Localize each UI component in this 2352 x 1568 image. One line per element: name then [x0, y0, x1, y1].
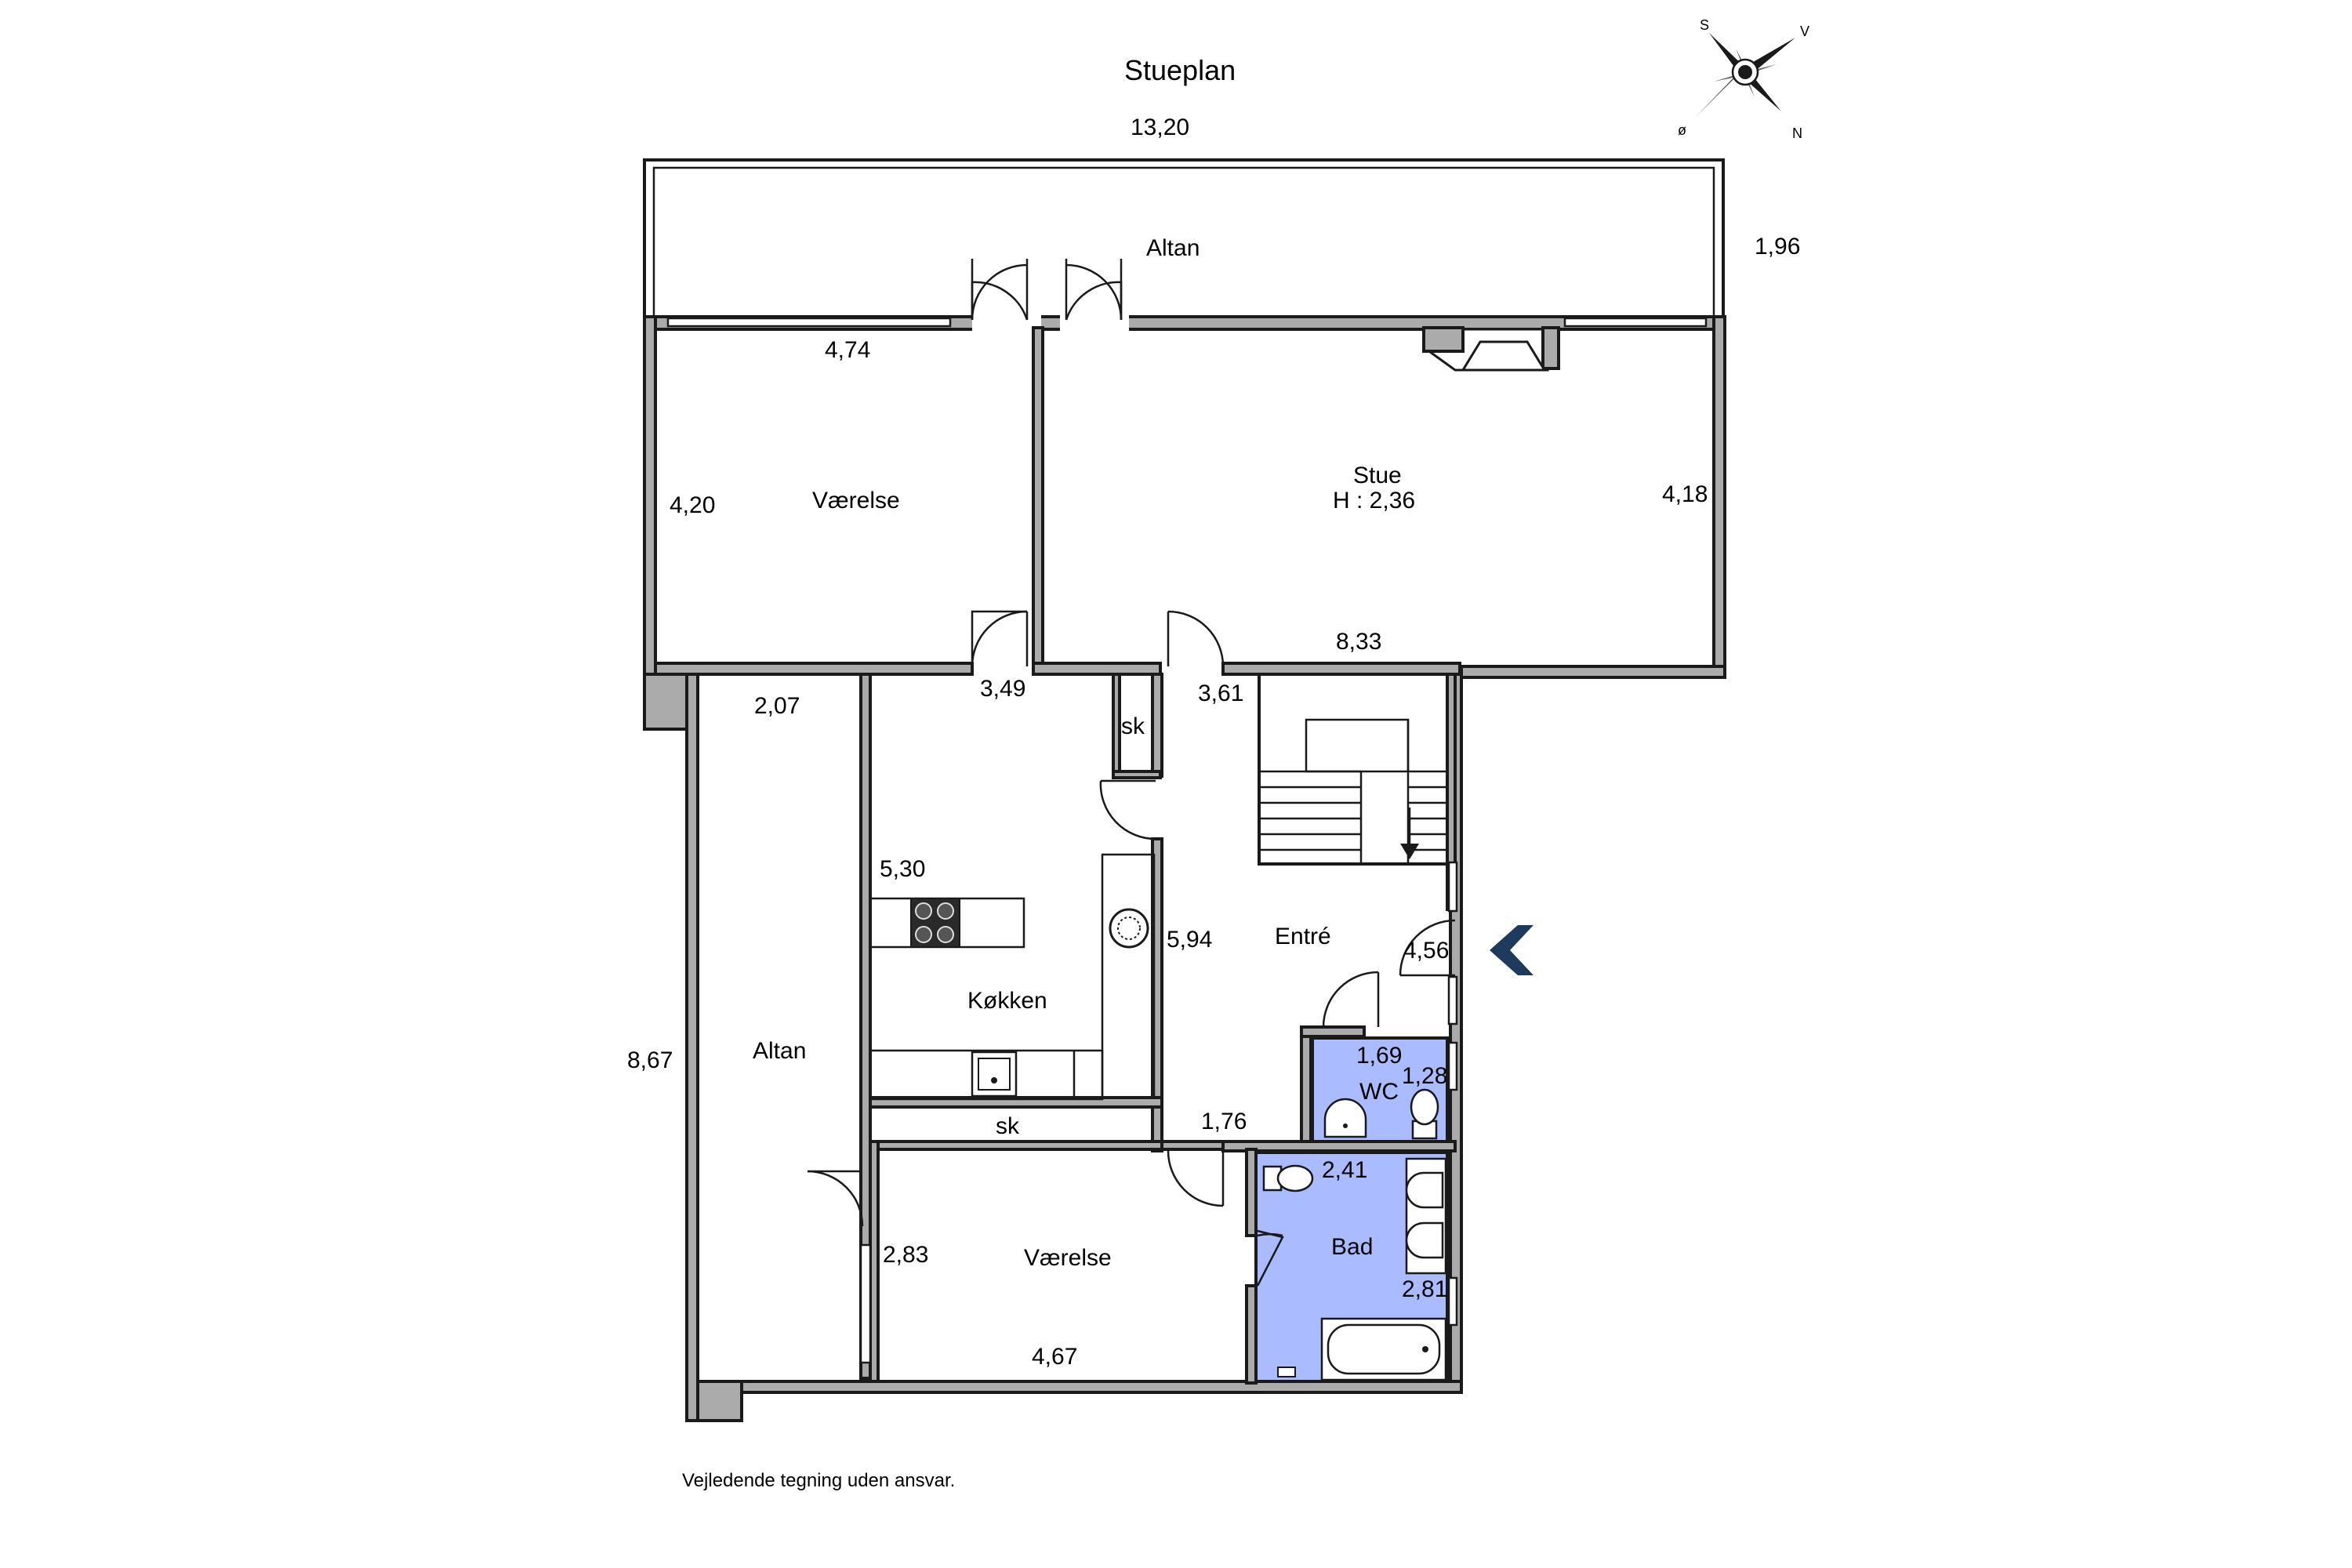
windows [859, 861, 1458, 1364]
left-balcony-outline [696, 673, 862, 1383]
dim-stue-h: 4,18 [1662, 481, 1708, 507]
sink-icon [971, 1051, 1018, 1098]
sink-icon [1405, 1221, 1444, 1259]
dim-bad-w: 2,41 [1322, 1157, 1367, 1183]
compass-v-label: V [1800, 24, 1809, 39]
room-stue: Stue [1353, 463, 1402, 488]
plan-title: Stueplan [1124, 54, 1236, 86]
room-altan-top: Altan [1146, 235, 1200, 261]
bath-fixtures [1262, 1157, 1447, 1381]
dim-hall-w: 1,76 [1201, 1109, 1247, 1134]
closet-top [1118, 673, 1154, 773]
dim-kitchen-h: 5,30 [880, 856, 925, 882]
room-vaerelse-top: Værelse [812, 488, 900, 514]
compass-rose-icon [1695, 33, 1795, 118]
dim-kitchen-w: 3,49 [980, 676, 1025, 702]
top-balcony [643, 158, 1725, 328]
stair-arrow-icon [1400, 844, 1419, 859]
entrance-arrow-icon [1490, 925, 1534, 975]
compass-o-label: ø [1678, 122, 1686, 138]
wc-fixtures [1323, 1088, 1439, 1140]
room-altan-left: Altan [753, 1038, 806, 1064]
room-vaerelse-bottom: Værelse [1024, 1245, 1112, 1271]
compass-s-label: S [1700, 17, 1709, 33]
sink-icon [1323, 1098, 1367, 1138]
dim-altan-depth: 1,96 [1755, 234, 1800, 260]
dim-entre-h: 5,94 [1167, 927, 1212, 953]
dim-entre-w: 3,61 [1198, 681, 1243, 706]
dim-vaerelse-top-w: 4,74 [825, 337, 870, 363]
stue-height: H : 2,36 [1333, 488, 1415, 514]
room-bad: Bad [1331, 1234, 1373, 1260]
room-wc: WC [1359, 1079, 1399, 1105]
disclaimer: Vejledende tegning uden ansvar. [682, 1470, 955, 1491]
dim-total-width: 13,20 [1131, 114, 1189, 140]
room-entre: Entré [1275, 924, 1331, 949]
compass-n-label: N [1792, 125, 1802, 141]
fan-icon [1109, 908, 1149, 949]
kitchen-fixtures [869, 853, 1156, 1101]
bathtub-icon [1320, 1317, 1447, 1381]
outer-walls [643, 315, 1726, 1422]
dim-wc-w: 1,69 [1356, 1043, 1402, 1069]
balcony-doors [971, 259, 1123, 321]
staircase [1258, 673, 1449, 866]
closet-bottom-label: sk [996, 1113, 1020, 1139]
interior-doors [807, 610, 1456, 1287]
dim-stue-w: 8,33 [1336, 629, 1381, 655]
room-kokken: Køkken [967, 988, 1047, 1014]
fireplace [1422, 326, 1560, 372]
dim-altan-left-w: 2,07 [754, 693, 800, 719]
toilet-icon [1262, 1164, 1314, 1192]
dim-vaerelse-bottom-h: 2,83 [883, 1242, 928, 1268]
dim-wc-h: 1,28 [1402, 1063, 1447, 1089]
dim-bad-h: 2,81 [1402, 1276, 1447, 1302]
dim-vaerelse-bottom-w: 4,67 [1032, 1344, 1077, 1370]
closet-top-label: sk [1121, 713, 1145, 739]
toilet-icon [1410, 1088, 1439, 1140]
closet-bottom [869, 1105, 1163, 1143]
dim-entre-door: 4,56 [1403, 938, 1449, 964]
dim-vaerelse-top-h: 4,20 [670, 492, 715, 518]
sink-icon [1405, 1171, 1444, 1209]
dim-altan-left-h: 8,67 [627, 1047, 673, 1073]
